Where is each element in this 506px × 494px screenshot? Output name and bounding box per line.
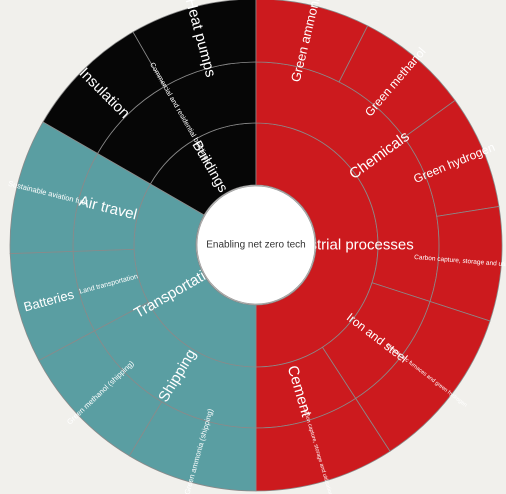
center-label: Enabling net zero tech: [206, 240, 306, 251]
segments-layer: [9, 0, 503, 492]
leaf-transportation-2-0: [9, 121, 99, 254]
center-circle: [196, 185, 316, 305]
